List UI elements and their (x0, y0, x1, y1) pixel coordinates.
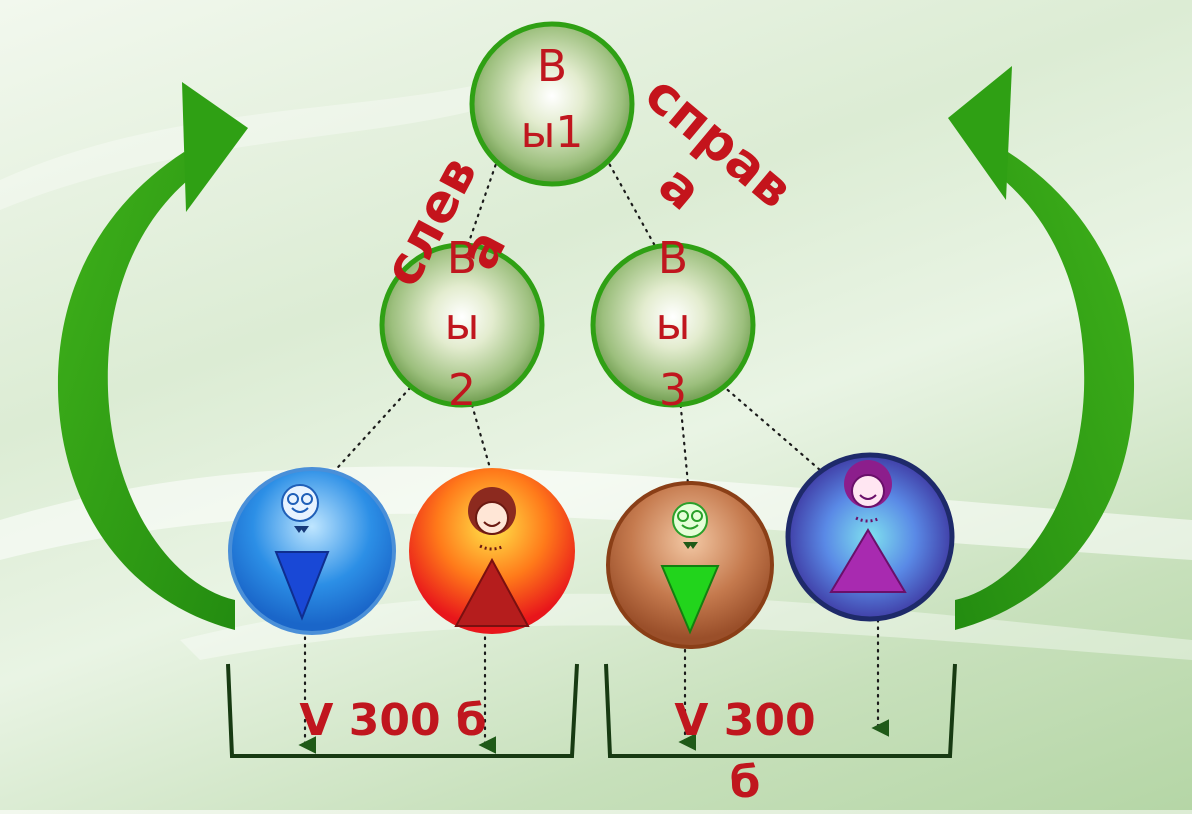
ball-left-label: В ы 2 (402, 226, 522, 424)
ball-right-line1: В (657, 233, 689, 284)
volume-right-label: V 300 б (674, 695, 816, 808)
ball-left-line3: 2 (448, 365, 476, 416)
ball-left-line1: В (446, 233, 478, 284)
ball-top-line1: В (536, 41, 568, 92)
right-arrow-head (948, 66, 1012, 200)
left-curved-arrow (57, 152, 235, 680)
drop-arrows (298, 618, 889, 754)
left-arrow-head (182, 82, 248, 212)
ball-left (379, 242, 545, 408)
female-purple-figure (785, 452, 955, 622)
ball-right-label: В ы 3 (613, 226, 733, 424)
ball-top (469, 21, 635, 187)
right-curved-arrow (955, 152, 1135, 680)
left-bracket (226, 663, 579, 758)
ball-top-label: В ы1 (492, 34, 612, 166)
ball-left-line2: ы (444, 299, 480, 350)
male-green-figure (606, 481, 774, 649)
ball-right-line3: 3 (659, 365, 687, 416)
ball-right-line2: ы (655, 299, 691, 350)
female-red-figure (409, 468, 575, 634)
volume-left-label: V 300 б (299, 695, 487, 746)
ball-right (590, 242, 756, 408)
right-bracket (604, 663, 957, 758)
male-blue-figure (228, 467, 396, 635)
ball-top-line2: ы1 (520, 107, 584, 158)
